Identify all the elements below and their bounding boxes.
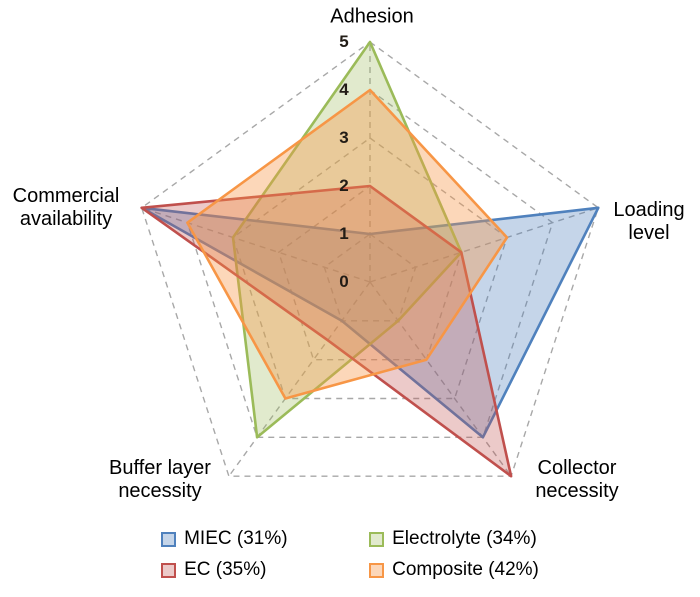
legend-swatch-electrolyte: [369, 531, 385, 547]
legend-item-electrolyte: Electrolyte (34%): [369, 528, 539, 550]
series-polygon-electrolyte: [231, 40, 463, 439]
tick-label-3: 3: [339, 128, 349, 147]
legend-label-ec: EC (35%): [184, 559, 267, 580]
axis-label-collector-necessity: Collector necessity: [535, 457, 619, 502]
chart-legend: MIEC (31%) Electrolyte (34%) EC (35%) Co…: [0, 528, 700, 581]
legend-label-electrolyte: Electrolyte (34%): [392, 528, 537, 549]
axis-spoke-buffer-layer-necessity: [228, 281, 371, 477]
axis-label-loading-level: Loading level: [613, 199, 685, 244]
series-polygon-miec: [140, 206, 600, 439]
tick-label-0: 0: [339, 272, 349, 291]
series-polygon-composite: [186, 88, 509, 400]
axis-spoke-commercial-availability: [141, 207, 371, 283]
tick-label-2: 2: [339, 176, 349, 195]
legend-item-composite: Composite (42%): [369, 559, 539, 581]
legend-swatch-ec: [161, 562, 177, 578]
series-polygon-ec: [140, 184, 513, 478]
grid-ring-level-5: [140, 41, 600, 477]
legend-item-ec: EC (35%): [161, 559, 343, 581]
legend-label-miec: MIEC (31%): [184, 528, 288, 549]
legend-swatch-composite: [369, 562, 385, 578]
axis-label-adhesion: Adhesion: [330, 5, 414, 28]
axis-spoke-loading-level: [369, 207, 599, 283]
axis-spoke-collector-necessity: [369, 281, 512, 477]
tick-label-1: 1: [339, 224, 349, 243]
legend-label-composite: Composite (42%): [392, 559, 539, 580]
axis-label-buffer-layer-necessity: Buffer layer necessity: [109, 457, 211, 502]
tick-label-4: 4: [339, 80, 349, 99]
axis-label-commercial-availability: Commercial availability: [12, 185, 120, 230]
legend-item-miec: MIEC (31%): [161, 528, 343, 550]
grid-ring-level-1: [323, 233, 417, 322]
legend-swatch-miec: [161, 531, 177, 547]
tick-label-5: 5: [339, 32, 349, 51]
